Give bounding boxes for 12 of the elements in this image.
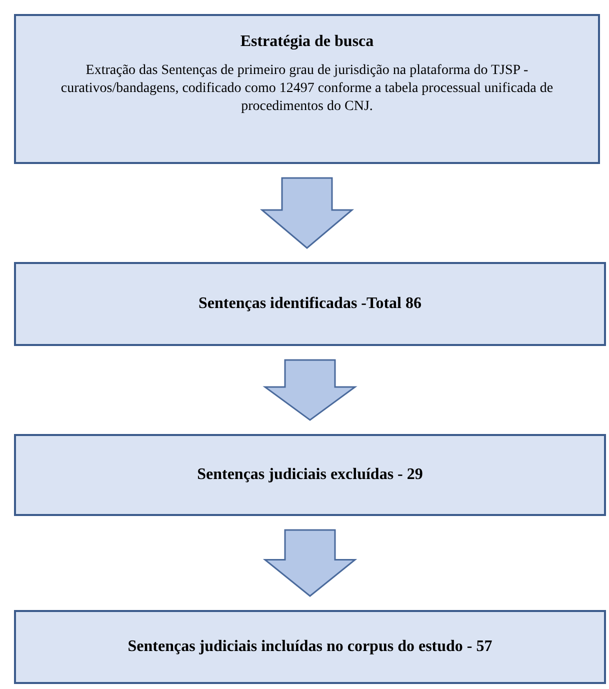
block-arrow [260,177,354,249]
block-arrow [262,359,358,421]
box-description: Extração das Sentenças de primeiro grau de jurisdição na plataforma do TJSP - curativos/bandagens, codificado como 12497 conforme a tabela processual unificada de procedimentos do CNJ. [60,62,554,116]
process-box [14,262,606,346]
box-label: Sentenças judiciais incluídas no corpus do estudo - 57 [128,637,492,657]
process-box [14,434,606,516]
block-arrow [262,529,358,597]
box-label: Sentenças judiciais excluídas - 29 [197,465,423,485]
process-box [14,610,606,684]
box-label: Sentenças identificadas -Total 86 [198,294,422,314]
process-box [14,14,600,164]
box-heading: Estratégia de busca [240,32,374,52]
